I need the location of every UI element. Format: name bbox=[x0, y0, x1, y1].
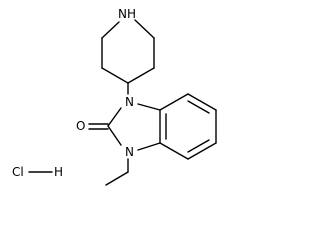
bond-pip-cd-nh bbox=[101, 21, 120, 39]
bond-pip-nh-ca bbox=[134, 19, 155, 39]
bond-c7a-c7 bbox=[159, 93, 189, 111]
atom-label-n1: N bbox=[125, 95, 134, 109]
molecule-structure: NH N N O Cl H bbox=[12, 7, 217, 186]
bond-c2-n3 bbox=[107, 125, 122, 146]
benzene-ring bbox=[159, 93, 217, 160]
bond-inner-c7-c6 bbox=[187, 100, 210, 114]
atom-label-carbonyl-o: O bbox=[76, 119, 85, 133]
bond-pip-c4-cc bbox=[101, 67, 129, 84]
bond-n1-c7a bbox=[137, 103, 161, 111]
atom-label-hcl-cl: Cl bbox=[12, 165, 24, 179]
bond-methyl bbox=[105, 171, 129, 186]
imidazolone-ring bbox=[88, 103, 161, 151]
bond-c4b-c3a bbox=[159, 142, 189, 160]
bond-c5-c4b bbox=[187, 142, 217, 160]
bond-pip-cb-c4 bbox=[127, 67, 155, 84]
bond-n3-c3a bbox=[137, 142, 161, 151]
bond-inner-c5-c4b bbox=[187, 139, 210, 153]
atom-label-hcl-h: H bbox=[54, 165, 63, 179]
atom-label-piperidine-nh: NH bbox=[118, 7, 136, 21]
atom-label-n3: N bbox=[125, 145, 134, 159]
piperidine-ring bbox=[101, 19, 155, 84]
bond-n1-c2 bbox=[107, 107, 122, 127]
bond-c7-c6 bbox=[187, 93, 217, 111]
